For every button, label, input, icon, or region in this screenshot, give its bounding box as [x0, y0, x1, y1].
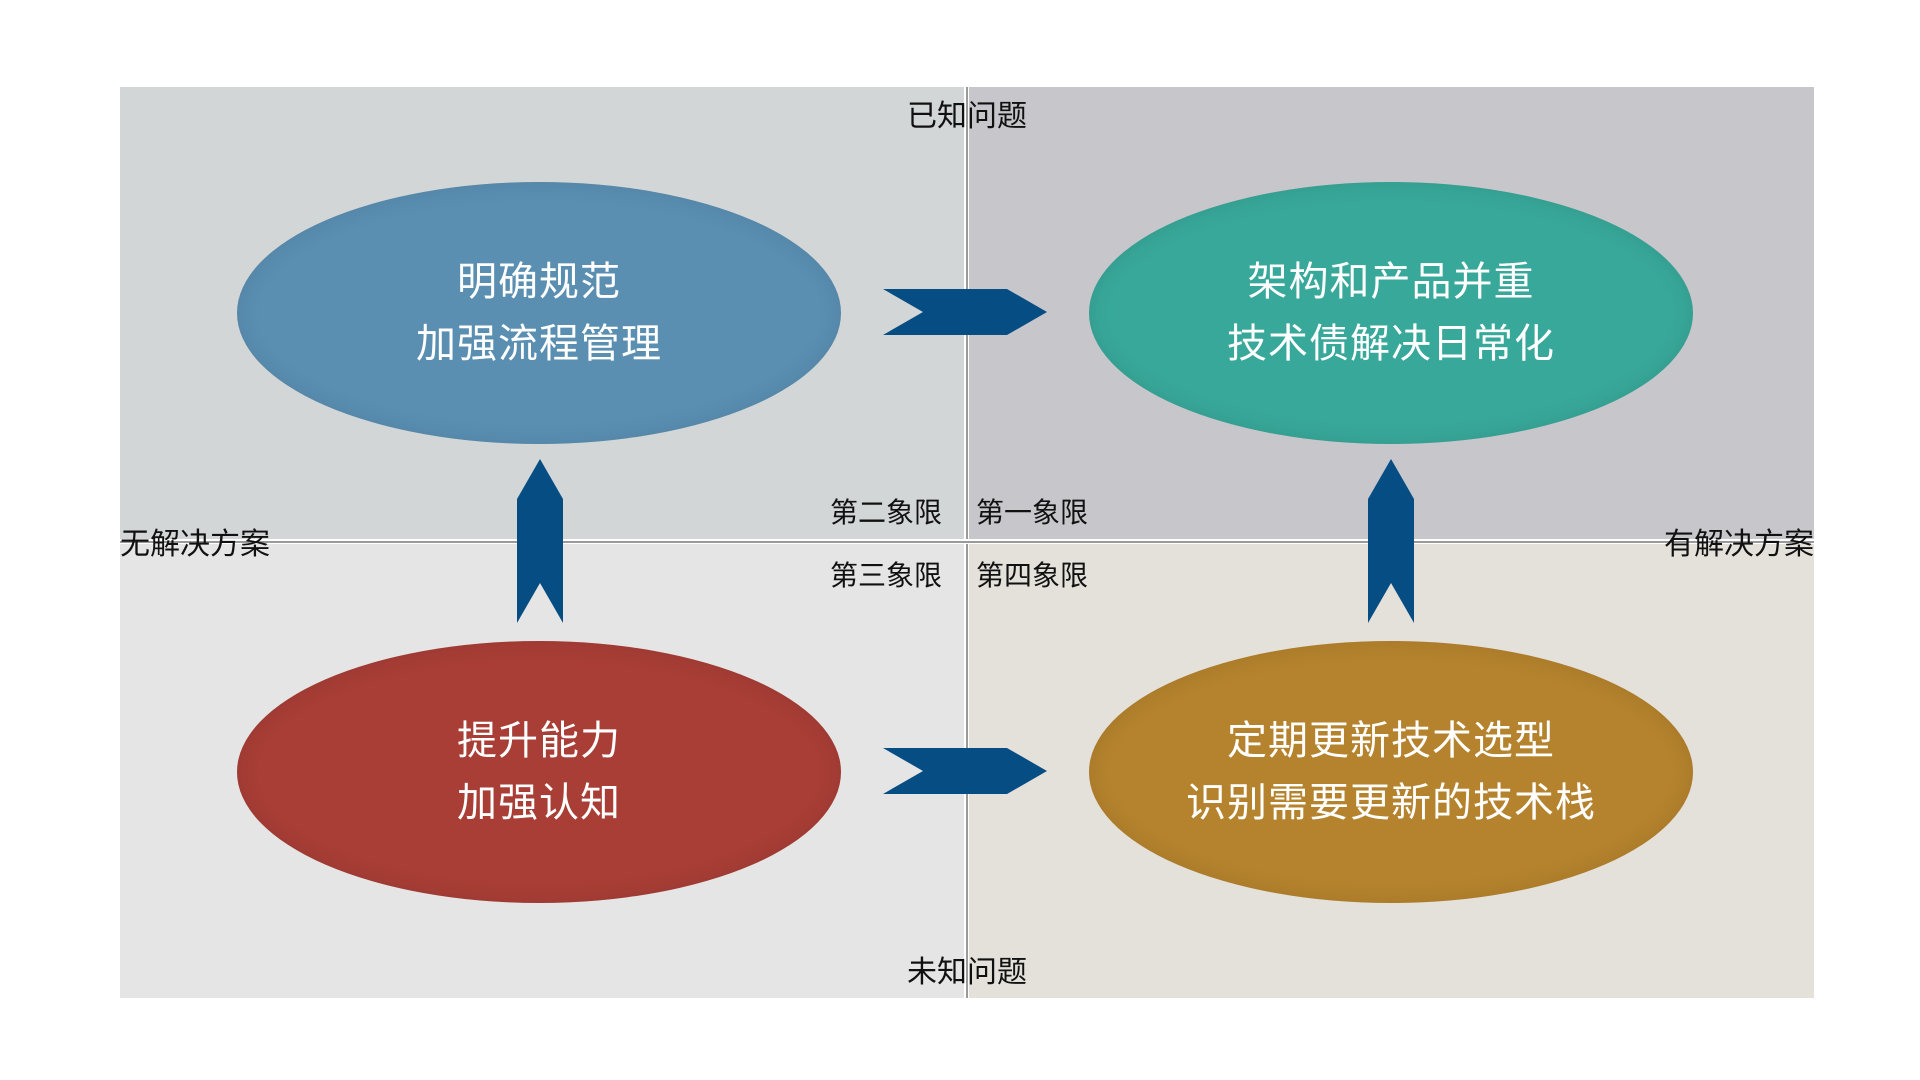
ellipse-bottom-right-line1: 定期更新技术选型 [1227, 718, 1555, 764]
ellipse-top-right-line1: 架构和产品并重 [1247, 259, 1535, 305]
ellipse-bottom-left-line1: 提升能力 [457, 718, 621, 764]
axis-label-left: 无解决方案 [120, 527, 270, 562]
chevron-right-arrow-top-shape [883, 289, 1047, 335]
axis-label-top: 已知问题 [907, 99, 1027, 134]
ellipse-top-right-line2: 技术债解决日常化 [1227, 321, 1555, 367]
ellipse-bottom-right: 定期更新技术选型 识别需要更新的技术栈 [1089, 641, 1693, 903]
quadrant-label-4: 第四象限 [976, 559, 1089, 592]
quadrant-label-2: 第二象限 [830, 496, 943, 529]
chevron-up-arrow-right-shape [1368, 459, 1414, 623]
ellipse-bottom-left-line2: 加强认知 [457, 780, 621, 826]
chevron-right-arrow-top [883, 289, 1047, 335]
chevron-up-arrow-right [1368, 459, 1414, 623]
ellipse-top-left-line2: 加强流程管理 [416, 321, 662, 367]
ellipse-bottom-right-line2: 识别需要更新的技术栈 [1186, 780, 1596, 826]
chevron-up-arrow-left [517, 459, 563, 623]
ellipse-top-right: 架构和产品并重 技术债解决日常化 [1089, 182, 1693, 444]
axis-label-bottom: 未知问题 [907, 955, 1027, 990]
quadrant-label-1: 第一象限 [976, 496, 1089, 529]
ellipse-top-left-line1: 明确规范 [457, 259, 621, 305]
axis-label-right: 有解决方案 [1664, 527, 1814, 562]
chevron-right-arrow-bottom-shape [883, 748, 1047, 794]
chevron-right-arrow-bottom [883, 748, 1047, 794]
quadrant-label-3: 第三象限 [830, 559, 943, 592]
horizontal-axis-line [120, 541, 1814, 543]
ellipse-bottom-left: 提升能力 加强认知 [237, 641, 841, 903]
chevron-up-arrow-left-shape [517, 459, 563, 623]
ellipse-top-left: 明确规范 加强流程管理 [237, 182, 841, 444]
